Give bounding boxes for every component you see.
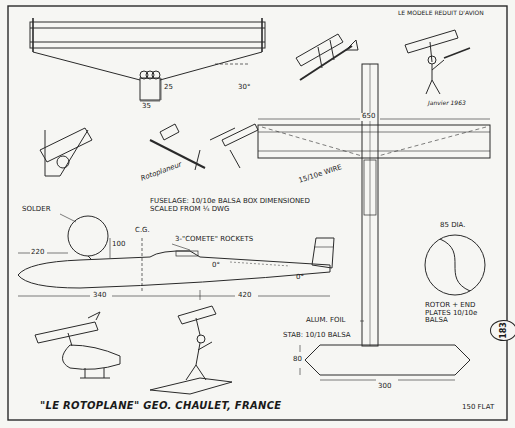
drawing-label: ROTOR + END PLATES 10/10e BALSA bbox=[425, 302, 485, 325]
drawing-label: 0° bbox=[296, 274, 304, 282]
page-number: 183 bbox=[499, 322, 508, 339]
plan-title: "LE ROTOPLANE" GEO. CHAULET, FRANCE bbox=[40, 400, 281, 411]
drawing-label: 650 bbox=[361, 113, 376, 121]
drawing-label: 85 DIA. bbox=[440, 222, 465, 230]
drawing-label: 3-"COMETE" ROCKETS bbox=[175, 236, 253, 244]
drawing-label: 100 bbox=[112, 241, 125, 249]
drawing-label: Janvier 1963 bbox=[428, 100, 466, 107]
drawing-label: 25 bbox=[164, 84, 173, 92]
drawing-label: C.G. bbox=[135, 227, 150, 235]
drawing-label: 15/10e WIRE bbox=[298, 164, 343, 185]
drawing-label: SOLDER bbox=[22, 206, 51, 214]
drawing-label: LE MODELE REDUIT D'AVION bbox=[398, 10, 484, 17]
drawing-label: 220 bbox=[31, 249, 44, 257]
page-number-circle: 183 bbox=[490, 320, 515, 341]
drawing-label: 0° bbox=[212, 262, 220, 270]
drawing-label: 30° bbox=[238, 84, 250, 92]
drawing-label: ALUM. FOIL bbox=[306, 317, 345, 325]
drawing-label: 340 bbox=[92, 292, 107, 300]
drawing-label: 420 bbox=[237, 292, 252, 300]
drawing-label: Rotoplaneur bbox=[140, 161, 183, 183]
drawing-label: STAB: 10/10 BALSA bbox=[283, 332, 351, 340]
drawing-label: 150 FLAT bbox=[462, 404, 494, 412]
drawing-label: 80 bbox=[293, 356, 302, 364]
drawing-label: 300 bbox=[378, 383, 391, 391]
drawing-label: 35 bbox=[142, 103, 151, 111]
drawing-label: FUSELAGE: 10/10e BALSA BOX DIMENSIONED S… bbox=[150, 198, 310, 213]
